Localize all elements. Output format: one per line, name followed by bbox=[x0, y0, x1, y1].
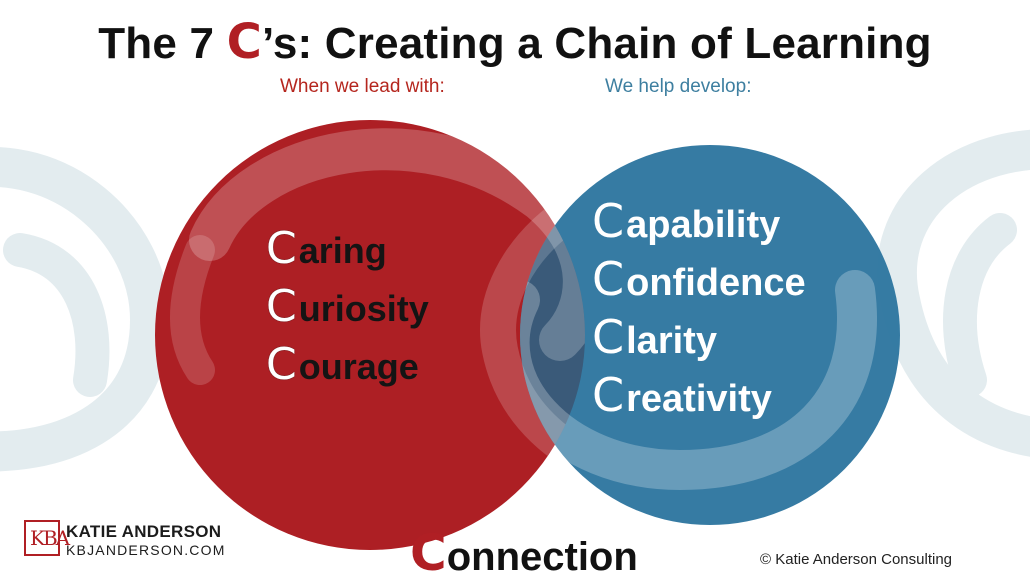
connection-rest: onnection bbox=[446, 535, 638, 579]
right-word: Clarity bbox=[592, 310, 717, 364]
kba-monogram-icon: KBA bbox=[24, 520, 70, 556]
right-chain-link bbox=[520, 270, 877, 491]
left-word: Curiosity bbox=[266, 281, 429, 332]
left-word: Caring bbox=[266, 223, 387, 274]
title-c-mark: C bbox=[226, 14, 263, 70]
title-prefix: The 7 bbox=[98, 19, 227, 68]
connection-label: Connection bbox=[410, 524, 638, 582]
left-word: Courage bbox=[266, 339, 419, 390]
title-suffix: ’s: Creating a Chain of Learning bbox=[262, 19, 932, 68]
chain-background bbox=[0, 129, 1030, 472]
right-label: We help develop: bbox=[605, 76, 752, 97]
logo-name: KATIE ANDERSON bbox=[66, 522, 222, 541]
chain-link-left-inner bbox=[3, 233, 110, 397]
left-circle bbox=[155, 120, 585, 550]
left-word-list: Caring Curiosity Courage bbox=[266, 227, 429, 401]
connection-c-mark: C bbox=[410, 524, 447, 582]
logo-url: KBJANDERSON.COM bbox=[66, 542, 226, 558]
chain-link-right bbox=[876, 129, 1030, 457]
right-word: Creativity bbox=[592, 368, 772, 422]
right-word: Confidence bbox=[592, 252, 806, 306]
left-label: When we lead with: bbox=[280, 76, 445, 97]
right-word: Capability bbox=[592, 194, 781, 248]
right-circle bbox=[520, 145, 900, 525]
copyright-text: © Katie Anderson Consulting bbox=[760, 551, 953, 568]
chain-link-right-inner bbox=[943, 213, 1017, 397]
overlap-chain-link bbox=[480, 202, 585, 468]
page-title: The 7 C’s: Creating a Chain of Learning bbox=[0, 14, 1030, 70]
chain-link-left bbox=[0, 147, 171, 472]
right-word-list: Capability Confidence Clarity Creativity bbox=[592, 198, 806, 430]
